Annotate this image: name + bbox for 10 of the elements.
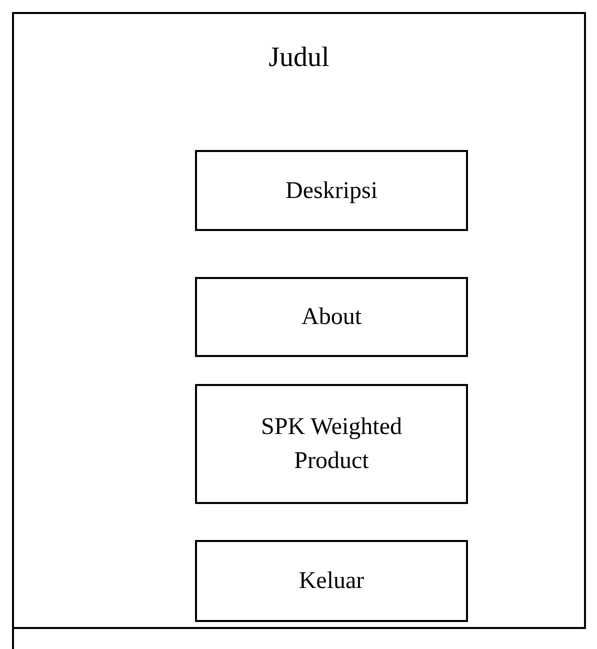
menu-box (195, 277, 468, 357)
menu-label: Deskripsi (284, 176, 378, 206)
menu-box (195, 384, 468, 504)
menu-box (195, 540, 468, 622)
menu-box (195, 150, 468, 231)
screen-title: Judul (268, 41, 330, 75)
screen-frame (12, 12, 586, 629)
menu-label: About (300, 303, 362, 332)
menu-label: SPK Weighted Product (260, 413, 403, 476)
menu-label: Keluar (298, 567, 366, 596)
